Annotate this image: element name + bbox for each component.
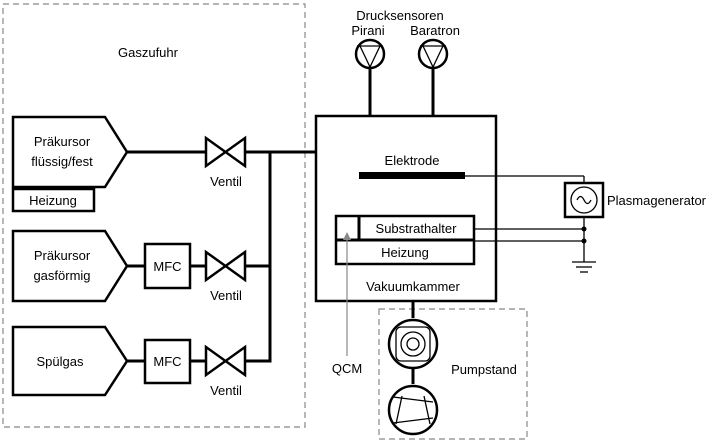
ac-source-icon — [563, 181, 605, 219]
mfc-purge-gas — [143, 338, 192, 385]
qcm-label: QCM — [332, 361, 362, 376]
valve-icon — [204, 135, 247, 169]
mfc-purge-gas-label: MFC — [153, 354, 181, 369]
precursor-gas-label-1: Präkursor — [34, 248, 91, 263]
turbo-pump-icon — [387, 318, 439, 370]
pressure-gauge-icon — [417, 38, 449, 116]
precursor-gas-container — [11, 229, 129, 303]
vacuum-chamber-label: Vakuumkammer — [366, 279, 460, 294]
valve-2-label: Ventil — [210, 288, 242, 303]
mfc-precursor-gas-label: MFC — [153, 259, 181, 274]
plasma-generator-label: Plasmagenerator — [607, 193, 707, 208]
pirani-label: Pirani — [351, 23, 384, 38]
precursor-gas-label-2: gasförmig — [33, 268, 90, 283]
precursor-heater-label: Heizung — [29, 193, 77, 208]
ground-icon — [572, 261, 596, 273]
pump-stand-region — [378, 308, 528, 440]
chamber-heater-label: Heizung — [381, 245, 429, 260]
baratron-label: Baratron — [410, 23, 460, 38]
valve-1-label: Ventil — [210, 174, 242, 189]
valve-icon — [204, 344, 247, 378]
precursor-liquid-label-2: flüssig/fest — [31, 154, 93, 169]
junction-dot — [581, 238, 587, 244]
electrode-label: Elektrode — [385, 153, 440, 168]
purge-gas-container — [11, 325, 129, 397]
precursor-heater — [11, 187, 96, 213]
precursor-liquid-container — [11, 115, 129, 189]
qcm-arrow-head — [343, 232, 351, 240]
purge-gas-label: Spülgas — [37, 354, 84, 369]
valve-icon — [204, 249, 247, 283]
electrode — [359, 172, 465, 179]
gas-supply-label: Gaszufuhr — [118, 45, 179, 60]
pressure-gauge-icon — [354, 38, 386, 116]
gas-supply-region — [2, 3, 306, 428]
valve-3-label: Ventil — [210, 383, 242, 398]
pump-stand-label: Pumpstand — [451, 362, 517, 377]
junction-dot — [581, 226, 587, 232]
mfc-precursor-gas — [143, 242, 192, 290]
precursor-liquid-label-1: Präkursor — [34, 134, 91, 149]
vacuum-chamber — [314, 114, 498, 303]
pressure-sensors-label: Drucksensoren — [356, 8, 443, 23]
substrate-holder-label: Substrathalter — [376, 221, 458, 236]
roughing-pump-icon — [387, 384, 439, 436]
